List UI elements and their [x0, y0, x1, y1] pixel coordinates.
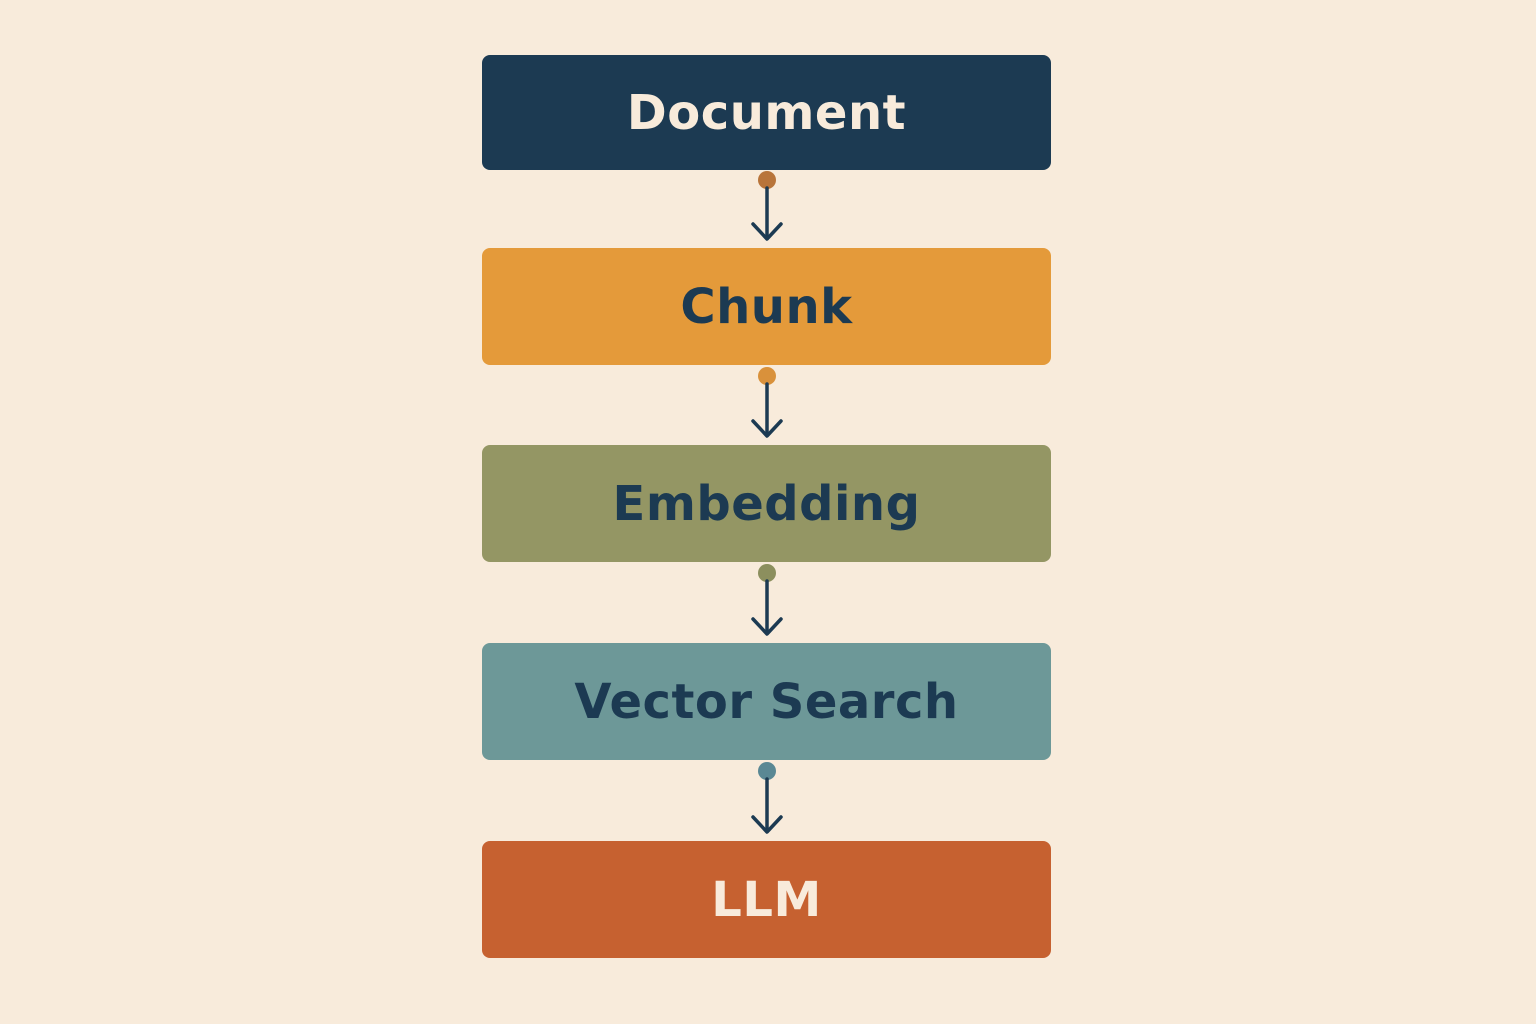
arrow-down-icon [751, 564, 783, 636]
node-embedding: Embedding [482, 445, 1051, 562]
node-document-label: Document [626, 84, 907, 141]
edge-vector-search-llm [745, 760, 789, 841]
edge-chunk-embedding [745, 365, 789, 445]
node-chunk: Chunk [482, 248, 1051, 365]
node-llm-label: LLM [711, 871, 822, 928]
node-vector-search-label: Vector Search [574, 673, 959, 730]
node-document: Document [482, 55, 1051, 170]
arrow-down-icon [751, 762, 783, 834]
node-chunk-label: Chunk [680, 278, 853, 335]
node-embedding-label: Embedding [612, 475, 921, 532]
node-llm: LLM [482, 841, 1051, 958]
edge-embedding-vector-search [745, 562, 789, 643]
edge-document-chunk [745, 170, 789, 248]
arrow-down-icon [751, 367, 783, 438]
arrow-down-icon [751, 171, 783, 241]
node-vector-search: Vector Search [482, 643, 1051, 760]
